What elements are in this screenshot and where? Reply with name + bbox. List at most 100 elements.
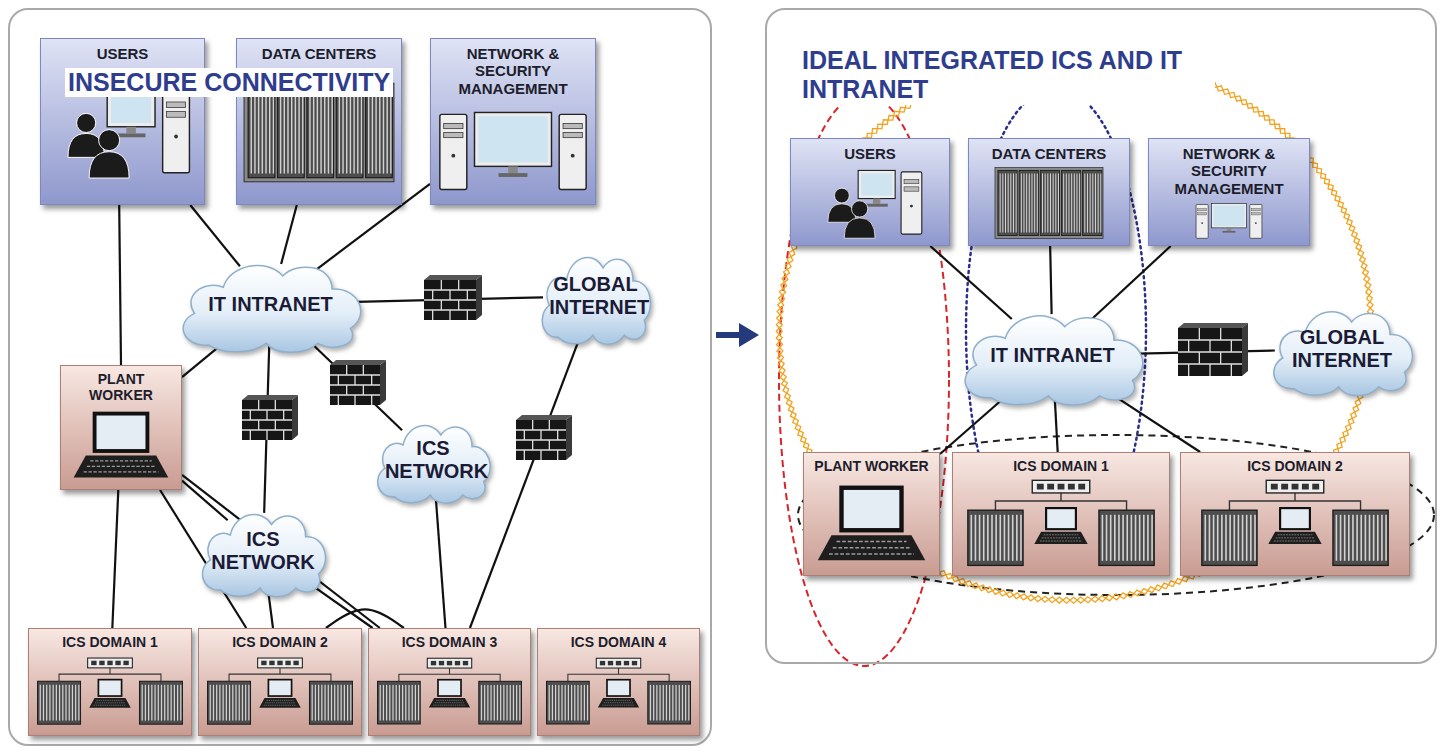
mortar-joint bbox=[283, 410, 284, 420]
rack-slot bbox=[587, 685, 588, 721]
rack-slot bbox=[675, 685, 676, 721]
laptop-keys bbox=[435, 702, 465, 703]
firewall bbox=[424, 275, 482, 320]
mortar-joint bbox=[258, 420, 259, 430]
rack-slot bbox=[321, 685, 322, 721]
drive-bay bbox=[444, 123, 463, 128]
rack-slot bbox=[43, 685, 44, 721]
laptop-screen bbox=[607, 680, 630, 696]
rack-slot bbox=[685, 685, 686, 721]
ics-box: ICS DOMAIN 2 bbox=[1180, 452, 1410, 576]
laptop-keys bbox=[604, 702, 634, 703]
cloud-shape bbox=[1274, 312, 1413, 396]
laptop-base bbox=[1034, 532, 1087, 544]
rack-slot bbox=[334, 685, 335, 721]
server-rack bbox=[336, 87, 363, 177]
rack-slot bbox=[320, 91, 321, 173]
rack-slot bbox=[1008, 515, 1010, 561]
monitor-stand bbox=[873, 199, 880, 204]
server-rack bbox=[278, 87, 305, 177]
network-link bbox=[112, 490, 118, 628]
switch-port bbox=[277, 661, 282, 665]
dc-icon bbox=[974, 166, 1124, 240]
rack-slot bbox=[1095, 173, 1096, 232]
ics-box: ICS DOMAIN 4 bbox=[537, 628, 700, 736]
rack-slot bbox=[229, 685, 230, 721]
rack-slot bbox=[1090, 173, 1091, 232]
mortar-joint bbox=[275, 400, 276, 410]
network-link bbox=[119, 205, 121, 365]
rack-slot bbox=[318, 685, 319, 721]
rack-slot bbox=[1074, 173, 1075, 232]
domain-icon bbox=[543, 654, 694, 730]
laptop-keys bbox=[264, 705, 297, 706]
rack-slot bbox=[555, 685, 556, 721]
laptop-keys bbox=[837, 541, 907, 543]
laptop-screen bbox=[842, 488, 902, 531]
switch-port bbox=[269, 661, 274, 665]
rack-slot bbox=[1079, 173, 1080, 232]
server-rack bbox=[479, 681, 522, 724]
rack-slot bbox=[171, 685, 172, 721]
node-label: IT INTRANET bbox=[990, 344, 1114, 367]
rack-slot bbox=[688, 685, 689, 721]
node-label: GLOBAL INTERNET bbox=[1283, 326, 1401, 372]
mortar-joint bbox=[524, 430, 525, 440]
rack-slot bbox=[1217, 515, 1219, 561]
rack-slot bbox=[1385, 515, 1387, 561]
monitor-screen bbox=[1213, 205, 1244, 226]
rack-slot bbox=[164, 685, 165, 721]
laptop bbox=[429, 680, 470, 708]
server-rack bbox=[310, 681, 353, 724]
switch-port bbox=[261, 661, 266, 665]
rack-slot bbox=[357, 91, 358, 173]
rack-slot bbox=[291, 91, 292, 173]
monitor-screen bbox=[111, 94, 151, 123]
firewall bbox=[516, 415, 572, 460]
person-head bbox=[834, 188, 849, 203]
mortar-joint bbox=[354, 395, 355, 405]
rack-slot bbox=[248, 685, 249, 721]
it-system-box: USERS bbox=[40, 38, 205, 205]
domain-icon bbox=[374, 654, 525, 730]
mortar-joint bbox=[266, 410, 267, 420]
rack-slot bbox=[302, 91, 303, 173]
rack-slot bbox=[258, 91, 259, 173]
rack-slot bbox=[1068, 173, 1069, 232]
network-link bbox=[326, 609, 404, 628]
rack-slot bbox=[484, 685, 485, 721]
mortar-joint bbox=[1220, 352, 1221, 364]
firewall-top bbox=[424, 275, 482, 280]
rack-slot bbox=[1110, 515, 1112, 561]
server-rack bbox=[1061, 170, 1080, 235]
rack-slot bbox=[1053, 173, 1054, 232]
mortar-joint bbox=[441, 300, 442, 310]
transition-arrowhead bbox=[739, 323, 759, 347]
drive-bay bbox=[563, 132, 582, 137]
firewall-top bbox=[330, 360, 386, 365]
rack-slot bbox=[682, 685, 683, 721]
laptop-screen bbox=[1046, 508, 1076, 529]
rack-slot bbox=[487, 685, 488, 721]
switch-port bbox=[1047, 484, 1054, 490]
rack-slot bbox=[167, 685, 168, 721]
rack-slot bbox=[232, 685, 233, 721]
rack-slot bbox=[269, 91, 270, 173]
network-switch bbox=[1032, 480, 1090, 493]
rack-slot bbox=[344, 685, 345, 721]
switch-port bbox=[632, 661, 637, 665]
rack-slot bbox=[350, 685, 351, 721]
mortar-joint bbox=[258, 400, 259, 410]
node-label: DATA CENTERS bbox=[974, 145, 1124, 162]
network-link bbox=[1055, 397, 1058, 452]
rack-slot bbox=[273, 91, 274, 173]
rack-slot bbox=[142, 685, 143, 721]
server-rack bbox=[378, 681, 421, 724]
rack-slot bbox=[1381, 515, 1383, 561]
rack-slot bbox=[1122, 515, 1124, 561]
mgmt-icon bbox=[436, 101, 590, 199]
switch-port bbox=[115, 661, 120, 665]
node-label: PLANT WORKER bbox=[66, 371, 176, 403]
switch-port bbox=[608, 661, 613, 665]
pc-tower bbox=[559, 114, 586, 189]
